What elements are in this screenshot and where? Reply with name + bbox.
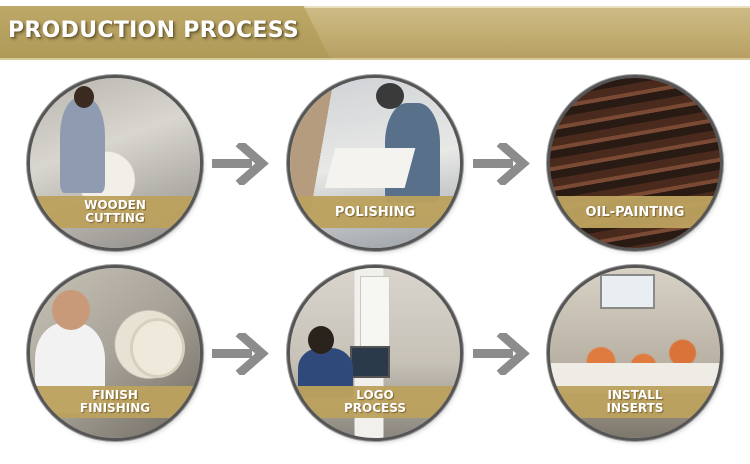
step-install-inserts: INSTALL INSERTS	[550, 268, 720, 438]
right-arrow-icon	[473, 333, 530, 375]
step-wooden-cutting: WOODEN CUTTING	[30, 78, 200, 248]
banner-underline	[0, 58, 750, 60]
step-finish-finishing: FINISH FINISHING	[30, 268, 200, 438]
step-label: POLISHING	[290, 196, 460, 228]
step-polishing: POLISHING	[290, 78, 460, 248]
step-label: OIL-PAINTING	[550, 196, 720, 228]
right-arrow-icon	[212, 143, 269, 185]
page-title: PRODUCTION PROCESS	[8, 18, 300, 43]
header-banner: PRODUCTION PROCESS	[0, 6, 750, 62]
step-logo-process: LOGO PROCESS	[290, 268, 460, 438]
right-arrow-icon	[212, 333, 269, 375]
step-label: FINISH FINISHING	[30, 386, 200, 418]
step-label: WOODEN CUTTING	[30, 196, 200, 228]
banner-accent	[0, 6, 330, 58]
right-arrow-icon	[473, 143, 530, 185]
step-label: LOGO PROCESS	[290, 386, 460, 418]
step-oil-painting: OIL-PAINTING	[550, 78, 720, 248]
step-label: INSTALL INSERTS	[550, 386, 720, 418]
